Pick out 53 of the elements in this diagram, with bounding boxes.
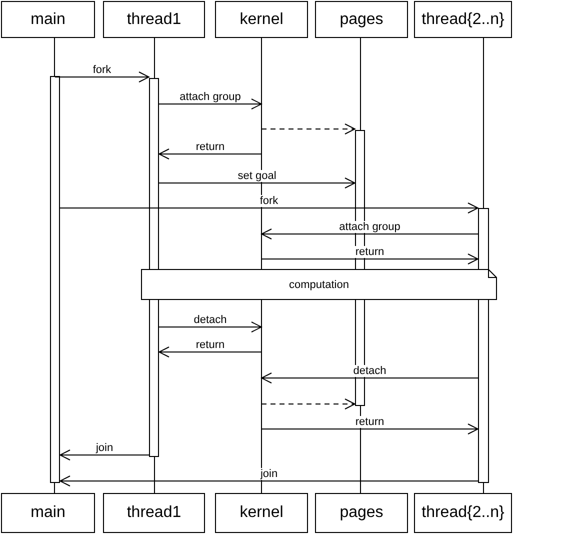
participant-name: main <box>30 504 66 522</box>
message-arrow <box>60 450 150 460</box>
participant-box <box>215 493 308 533</box>
participant-box <box>1 493 95 533</box>
message-label: return <box>354 416 386 428</box>
activation-bar <box>149 78 159 457</box>
note-box <box>141 269 497 300</box>
message-arrow <box>261 254 478 264</box>
participant-name: main <box>30 10 66 28</box>
participant-name: pages <box>340 10 384 28</box>
message-label: attach group <box>178 91 242 103</box>
message-label: attach group <box>338 221 402 233</box>
message-label: return <box>354 246 386 258</box>
participant-name: thread{2..n} <box>422 504 504 522</box>
participant-box <box>103 493 205 533</box>
message-arrow <box>261 228 478 240</box>
message-arrow <box>158 148 262 160</box>
message-label: join <box>94 442 114 454</box>
participant-box <box>1 1 95 38</box>
message-label: fork <box>92 64 112 76</box>
message-arrow <box>158 346 262 358</box>
participant-box <box>103 1 205 38</box>
message-arrow <box>60 476 478 486</box>
activation-bar <box>50 76 60 483</box>
message-label: fork <box>258 195 280 207</box>
message-arrow <box>261 372 478 384</box>
participant-name: kernel <box>240 504 284 522</box>
message-label: set goal <box>236 170 278 182</box>
message-label: detach <box>192 314 228 326</box>
participant-box <box>414 493 512 533</box>
message-arrow <box>261 424 478 434</box>
message-arrow <box>158 322 262 332</box>
message-arrow <box>261 398 356 410</box>
message-arrow <box>261 124 356 134</box>
message-label: detach <box>352 365 388 377</box>
participant-box <box>315 493 408 533</box>
lifeline <box>483 38 485 493</box>
message-label: return <box>194 141 226 153</box>
participant-name: thread{2..n} <box>422 10 504 28</box>
message-label: return <box>194 339 226 351</box>
message-arrow <box>54 72 150 82</box>
participant-name: pages <box>340 504 384 522</box>
participant-name: thread1 <box>126 10 182 28</box>
participant-box <box>215 1 308 38</box>
message-arrow <box>158 98 262 110</box>
message-label: join <box>259 468 279 480</box>
participant-box <box>315 1 408 38</box>
message-arrow <box>60 202 478 214</box>
participant-name: kernel <box>240 10 284 28</box>
note-text: computation <box>289 278 349 290</box>
message-arrow <box>158 178 356 188</box>
participant-name: thread1 <box>126 504 182 522</box>
participant-box <box>414 1 512 38</box>
